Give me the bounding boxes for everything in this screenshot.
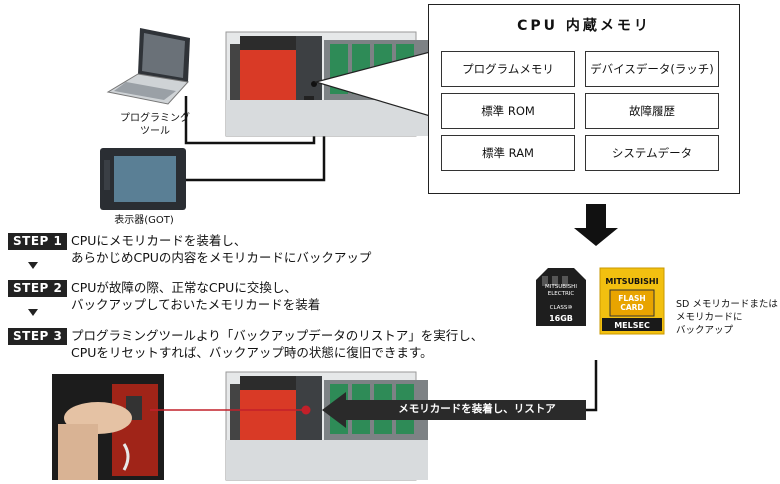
indicator-dot [301, 405, 311, 415]
plc-unit-bottom [225, 371, 428, 481]
got-label: 表示器(GOT) [114, 215, 174, 226]
restore-label: メモリカードを装着し、リストア [398, 403, 556, 415]
cf-card-brand: MITSUBISHI [605, 277, 659, 286]
cpu-memory-box: CPU 内蔵メモリ プログラムメモリ デバイスデータ(ラッチ) 標準 ROM 故… [428, 4, 740, 194]
memory-cell-standard-rom: 標準 ROM [441, 93, 575, 129]
memory-cell-standard-ram: 標準 RAM [441, 135, 575, 171]
cf-card-label: FLASH CARD [618, 294, 646, 312]
sd-card-capacity: 16GB [549, 314, 573, 323]
memory-card-note: SD メモリカードまたは メモリカードに バックアップ [676, 299, 778, 336]
cpu-memory-title: CPU 内蔵メモリ [517, 18, 651, 34]
step-3-text: プログラミングツールより「バックアップデータのリストア」を実行し、 CPUをリセ… [71, 328, 484, 360]
programming-tool-label: プログラミング ツール [120, 113, 190, 137]
step-2-text: CPUが故障の際、正常なCPUに交換し、 バックアップしておいたメモリカードを装… [71, 280, 321, 312]
cf-card [599, 267, 665, 335]
sd-card [536, 268, 586, 326]
memory-cell-device-data: デバイスデータ(ラッチ) [585, 51, 719, 87]
step-2-arrow [28, 309, 38, 316]
got-display-illustration [100, 148, 186, 210]
laptop-illustration [106, 28, 190, 105]
cf-card-footer: MELSEC [614, 321, 650, 330]
down-arrow [574, 204, 618, 246]
step-2-tag: STEP 2 [8, 280, 68, 297]
memory-cell-system-data: システムデータ [585, 135, 719, 171]
step-3-tag: STEP 3 [8, 328, 68, 345]
restore-arrow [322, 392, 586, 428]
step-1-text: CPUにメモリカードを装着し、 あらかじめCPUの内容をメモリカードにバックアッ… [71, 233, 372, 265]
sd-card-class: CLASS⑩ [549, 305, 573, 311]
step-1-tag: STEP 1 [8, 233, 68, 250]
step-1-arrow [28, 262, 38, 269]
memory-cell-error-history: 故障履歴 [585, 93, 719, 129]
memory-cell-program: プログラムメモリ [441, 51, 575, 87]
sd-card-brand: MITSUBISHI ELECTRIC [545, 284, 577, 297]
hand-photo [52, 374, 164, 480]
